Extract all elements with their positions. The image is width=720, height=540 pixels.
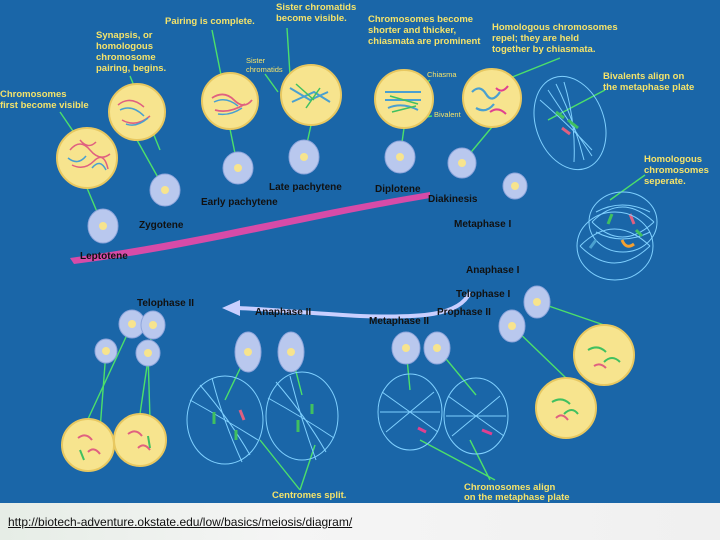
meiosis-ii-arrow [237, 291, 472, 319]
label-chromosomes-first-visible: Chromosomes first become visible [0, 89, 89, 111]
spindle-metaphase-ii-left [377, 373, 443, 451]
spindle-metaphase-i [533, 75, 607, 171]
nucleus-metaphase-i-core [511, 182, 519, 190]
source-link[interactable]: http://biotech-adventure.okstate.edu/low… [8, 515, 353, 529]
connector-line [211, 29, 223, 81]
connector-line [609, 174, 646, 201]
label-chromosomes-align: Chromosomes align on the metaphase plate [464, 482, 570, 503]
label-synapsis: Synapsis, or homologous chromosome pairi… [96, 30, 166, 74]
spindle-anaphase-i-top [588, 191, 658, 253]
nucleus-telophase-i-a-core [533, 298, 541, 306]
connector-line [469, 439, 491, 481]
footer-band [0, 503, 720, 540]
nucleus-telophase-ii-b-core [149, 321, 157, 329]
connector-line [87, 323, 133, 420]
connector-line [504, 57, 561, 81]
label-sister-chromatids-visible: Sister chromatids become visible. [276, 2, 359, 24]
cell-zygotene [108, 83, 166, 141]
stage-metaphase-ii: Metaphase II [369, 316, 429, 327]
label-centromeres-split: Centromes split. [272, 490, 346, 501]
connector-line [547, 89, 606, 121]
connector-line [419, 439, 496, 481]
cell-daughter-2 [113, 413, 167, 467]
meiosis-ii-arrowhead [222, 300, 240, 316]
nucleus-telophase-ii-c-core [102, 347, 110, 355]
nucleus-telophase-ii-d-core [144, 349, 152, 357]
label-chromosomes-shorter: Chromosomes become shorter and thicker, … [368, 14, 481, 47]
cell-telophase-ii-late [535, 377, 597, 439]
stage-prophase-ii: Prophase II [437, 307, 491, 318]
stage-anaphase-ii: Anaphase II [255, 307, 311, 318]
stage-telophase-i: Telophase I [456, 289, 510, 300]
nucleus-early-pachytene-core [234, 164, 242, 172]
prophase-arrow [70, 192, 430, 264]
spindle-anaphase-ii-left [186, 375, 264, 465]
nucleus-anaphase-ii-b-core [287, 348, 295, 356]
nucleus-anaphase-ii-a-core [244, 348, 252, 356]
connector-line [286, 27, 291, 76]
footer-bar [0, 503, 720, 540]
label-bivalents-align: Bivalents align on the metaphase plate [603, 71, 694, 93]
stage-telophase-ii: Telophase II [137, 298, 194, 309]
stage-metaphase-i: Metaphase I [454, 219, 511, 230]
small-cells [87, 139, 551, 373]
cell-diplotene [374, 69, 434, 129]
nucleus-leptotene-core [99, 222, 107, 230]
cell-diakinesis [462, 68, 522, 128]
cell-prophase-ii [573, 324, 635, 386]
connector-line [99, 350, 107, 431]
label-sister-chromatids-small: Sister chromatids [246, 56, 283, 74]
nucleus-diplotene-core [396, 153, 404, 161]
nucleus-metaphase-ii-b-core [433, 344, 441, 352]
stage-late-pachytene: Late pachytene [269, 182, 342, 193]
stage-anaphase-i: Anaphase I [466, 265, 520, 276]
label-homologous-separate: Homologous chromosomes seperate. [644, 154, 712, 187]
label-pairing-complete: Pairing is complete. [165, 16, 255, 27]
spindle-anaphase-ii-right [265, 371, 339, 461]
nucleus-telophase-ii-a-core [128, 320, 136, 328]
stage-zygotene: Zygotene [139, 220, 184, 231]
diagram-canvas: Chromosomes first become visible Synapsi… [0, 2, 712, 503]
connector-line [264, 73, 279, 93]
label-homologous-held: Homologous chromosomes repel; they are h… [492, 22, 620, 55]
cell-late-pachytene [280, 64, 342, 126]
stage-leptotene: Leptotene [80, 251, 128, 262]
spindle-anaphase-i-bottom [576, 211, 654, 281]
cell-daughter-1 [61, 418, 115, 472]
label-bivalent: Bivalent [434, 110, 462, 119]
connector-lines [59, 27, 646, 491]
connector-line [299, 444, 316, 491]
nucleus-telophase-i-b-core [508, 322, 516, 330]
nucleus-late-pachytene-core [300, 153, 308, 161]
stage-diakinesis: Diakinesis [428, 194, 478, 205]
connector-line [259, 439, 301, 491]
nucleus-metaphase-ii-a-core [402, 344, 410, 352]
nucleus-zygotene-core [161, 186, 169, 194]
label-chiasma: Chiasma [427, 70, 457, 79]
stage-diplotene: Diplotene [375, 184, 421, 195]
spindle-metaphase-ii-right [443, 377, 509, 455]
cell-early-pachytene [201, 72, 259, 130]
stage-early-pachytene: Early pachytene [201, 197, 278, 208]
nucleus-diakinesis-core [458, 159, 466, 167]
cell-leptotene [56, 127, 118, 189]
